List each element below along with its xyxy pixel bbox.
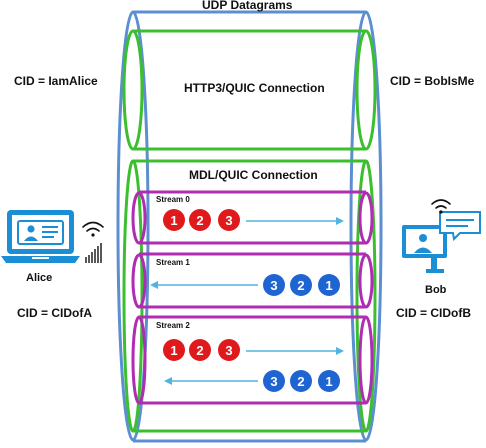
- packet-number: 3: [225, 343, 232, 358]
- flow-arrows: [150, 217, 344, 385]
- packet-s2-bob-3: 3: [218, 339, 240, 361]
- stream-1-label: Stream 1: [156, 258, 190, 267]
- udp-datagram-cylinder: [116, 10, 383, 443]
- packet-s1-alice-1: 1: [318, 274, 340, 296]
- http3-connection-label: HTTP3/QUIC Connection: [184, 81, 325, 95]
- packet-number: 1: [170, 343, 177, 358]
- packet-s2-alice-2: 2: [290, 370, 312, 392]
- laptop-id-card-icon: [1, 210, 80, 263]
- packet-number: 2: [297, 278, 304, 293]
- packet-number: 3: [270, 374, 277, 389]
- alice-label: Alice: [26, 272, 53, 284]
- packet-s1-alice-2: 2: [290, 274, 312, 296]
- packet-number: 3: [225, 213, 232, 228]
- http3-cid-bob: CID = BobIsMe: [390, 74, 475, 88]
- http3-connection-cylinder: [122, 29, 377, 151]
- mdl-cid-alice: CID = CIDofA: [17, 306, 92, 320]
- packet-s2-alice-3: 3: [263, 370, 285, 392]
- monitor-person-icon: [402, 211, 481, 273]
- packet-number: 1: [325, 278, 332, 293]
- packet-s0-bob-1: 1: [163, 209, 185, 231]
- mdl-connection-label: MDL/QUIC Connection: [189, 168, 318, 182]
- packet-s2-alice-1: 1: [318, 370, 340, 392]
- packet-s2-bob-2: 2: [189, 339, 211, 361]
- packet-number: 2: [196, 343, 203, 358]
- packet-number: 2: [196, 213, 203, 228]
- packet-s2-bob-1: 1: [163, 339, 185, 361]
- udp-datagrams-title: UDP Datagrams: [202, 0, 293, 12]
- bob-label: Bob: [425, 284, 447, 296]
- stream-1-arrow-to-alice: [150, 281, 258, 289]
- stream-2-label: Stream 2: [156, 321, 190, 330]
- signal-bars-icon: [85, 243, 102, 263]
- stream-0-arrow-to-bob: [246, 217, 344, 225]
- packet-number: 2: [297, 374, 304, 389]
- http3-cid-alice: CID = IamAlice: [14, 74, 98, 88]
- packets: 1 2 3 3 2 1 1 2 3 3 2 1: [163, 209, 340, 392]
- stream-2-pipe: [131, 315, 374, 405]
- packet-number: 3: [270, 278, 277, 293]
- packet-number: 1: [325, 374, 332, 389]
- stream-0-pipe: [131, 190, 374, 245]
- mdl-cid-bob: CID = CIDofB: [396, 306, 471, 320]
- stream-2-arrow-to-alice: [164, 377, 258, 385]
- wifi-icon: [431, 199, 451, 214]
- packet-s0-bob-2: 2: [189, 209, 211, 231]
- stream-2-arrow-to-bob: [246, 347, 344, 355]
- wifi-icon: [82, 221, 104, 237]
- packet-s0-bob-3: 3: [218, 209, 240, 231]
- stream-0-label: Stream 0: [156, 195, 190, 204]
- packet-s1-alice-3: 3: [263, 274, 285, 296]
- mdl-connection-cylinder: [122, 159, 377, 433]
- stream-1-pipe: [131, 252, 374, 309]
- packet-number: 1: [170, 213, 177, 228]
